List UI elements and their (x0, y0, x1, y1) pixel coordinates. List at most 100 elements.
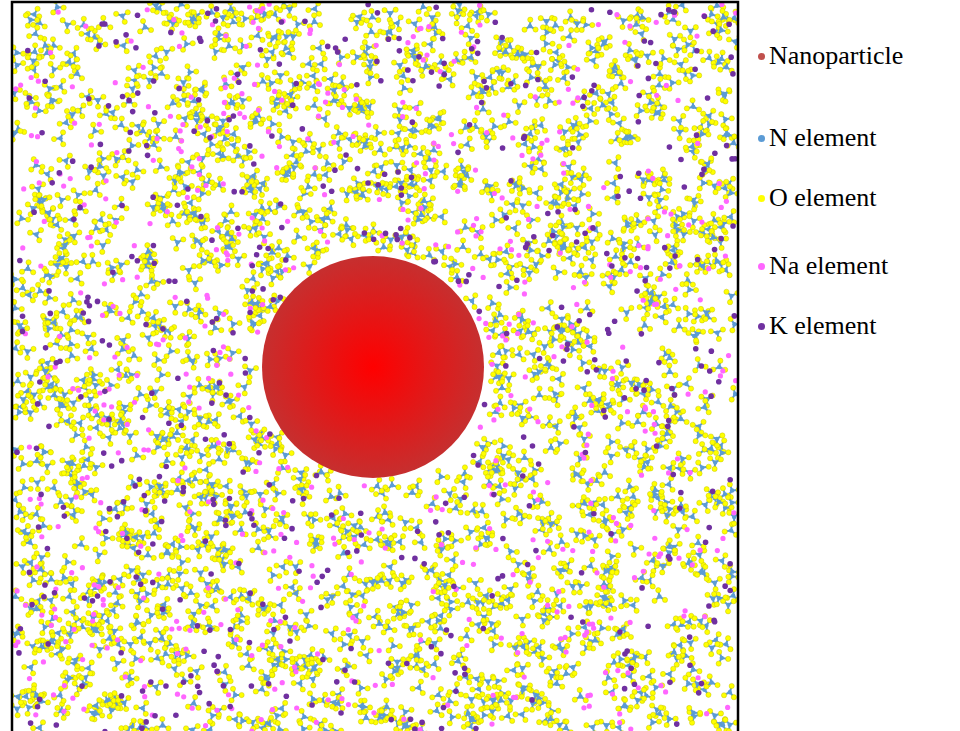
oxygen-atom (438, 686, 443, 691)
oxygen-atom (80, 450, 85, 455)
oxygen-atom (212, 55, 217, 60)
oxygen-atom (479, 15, 484, 20)
oxygen-atom (227, 93, 232, 98)
oxygen-atom (173, 310, 178, 315)
nitrogen-atom (184, 42, 188, 46)
nitrogen-atom (275, 713, 279, 717)
oxygen-atom (153, 524, 158, 529)
nitrogen-atom (398, 63, 402, 67)
oxygen-atom (616, 553, 621, 558)
nitrogen-atom (307, 624, 311, 628)
oxygen-atom (25, 202, 30, 207)
oxygen-atom (649, 703, 654, 708)
oxygen-atom (327, 523, 332, 528)
nitrogen-atom (258, 492, 262, 496)
nitrogen-atom (394, 163, 398, 167)
nitrogen-atom (13, 498, 17, 502)
oxygen-atom (466, 535, 471, 540)
nitrogen-atom (152, 531, 156, 535)
nitrogen-atom (32, 12, 36, 16)
oxygen-atom (731, 176, 736, 181)
oxygen-atom (130, 172, 135, 177)
oxygen-atom (418, 100, 423, 105)
oxygen-atom (246, 380, 251, 385)
oxygen-atom (376, 17, 381, 22)
oxygen-atom (203, 566, 208, 571)
oxygen-atom (689, 655, 694, 660)
oxygen-atom (608, 139, 613, 144)
nitrogen-atom (93, 129, 97, 133)
oxygen-atom (696, 193, 701, 198)
oxygen-atom (30, 529, 35, 534)
oxygen-atom (302, 511, 307, 516)
nitrogen-atom (711, 596, 715, 600)
oxygen-atom (191, 195, 196, 200)
oxygen-atom (35, 486, 40, 491)
nitrogen-atom (688, 29, 692, 33)
oxygen-atom (31, 726, 36, 731)
oxygen-atom (274, 476, 279, 481)
oxygen-atom (72, 681, 77, 686)
oxygen-atom (102, 550, 107, 555)
nitrogen-atom (438, 626, 442, 630)
nitrogen-atom (544, 19, 548, 23)
oxygen-atom (343, 493, 348, 498)
nitrogen-atom (136, 124, 140, 128)
oxygen-atom (136, 385, 141, 390)
oxygen-atom (345, 53, 350, 58)
oxygen-atom (127, 407, 132, 412)
nitrogen-atom (592, 537, 596, 541)
oxygen-atom (508, 400, 513, 405)
oxygen-atom (515, 200, 520, 205)
oxygen-atom (694, 269, 699, 274)
oxygen-atom (687, 229, 692, 234)
oxygen-atom (518, 483, 523, 488)
nitrogen-atom (640, 15, 644, 19)
oxygen-atom (494, 323, 499, 328)
oxygen-atom (313, 624, 318, 629)
oxygen-atom (697, 669, 702, 674)
oxygen-atom (593, 543, 598, 548)
oxygen-atom (50, 37, 55, 42)
nitrogen-atom (448, 492, 452, 496)
oxygen-atom (105, 239, 110, 244)
nitrogen-atom (521, 203, 525, 207)
oxygen-atom (492, 51, 497, 56)
oxygen-atom (612, 606, 617, 611)
nitrogen-atom (726, 603, 730, 607)
oxygen-atom (139, 555, 144, 560)
oxygen-atom (231, 589, 236, 594)
oxygen-atom (242, 391, 247, 396)
oxygen-atom (602, 680, 607, 685)
oxygen-atom (555, 403, 560, 408)
oxygen-atom (192, 567, 197, 572)
nitrogen-atom (138, 392, 142, 396)
oxygen-atom (400, 160, 405, 165)
nitrogen-atom (370, 15, 374, 19)
oxygen-atom (537, 386, 542, 391)
oxygen-atom (214, 608, 219, 613)
nitrogen-atom (479, 542, 483, 546)
oxygen-atom (660, 483, 665, 488)
nitrogen-atom (101, 173, 105, 177)
oxygen-atom (628, 239, 633, 244)
oxygen-atom (210, 228, 215, 233)
nitrogen-atom (558, 604, 562, 608)
oxygen-atom (170, 478, 175, 483)
oxygen-atom (561, 609, 566, 614)
oxygen-atom (705, 592, 710, 597)
oxygen-atom (93, 547, 98, 552)
oxygen-atom (143, 408, 148, 413)
oxygen-atom (605, 549, 610, 554)
oxygen-atom (572, 697, 577, 702)
oxygen-atom (176, 554, 181, 559)
oxygen-atom (646, 725, 651, 730)
nitrogen-atom (723, 117, 727, 121)
oxygen-atom (336, 484, 341, 489)
nitrogen-atom (537, 393, 541, 397)
oxygen-atom (42, 24, 47, 29)
oxygen-atom (570, 330, 575, 335)
oxygen-atom (108, 232, 113, 237)
oxygen-atom (646, 17, 651, 22)
